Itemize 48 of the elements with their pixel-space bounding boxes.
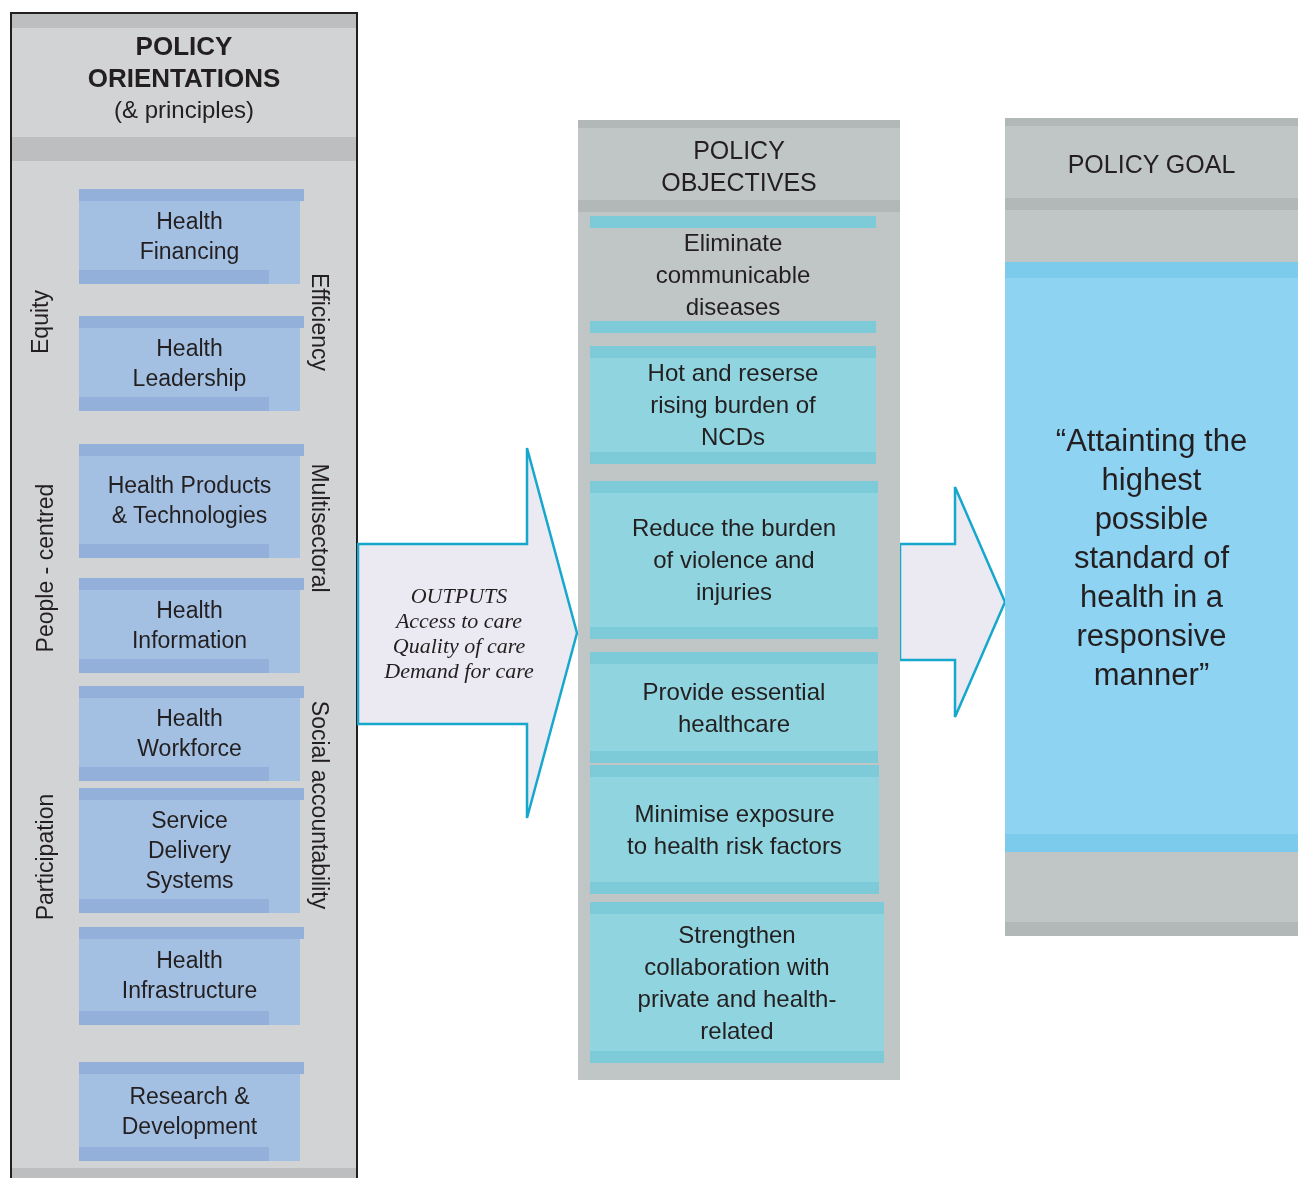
pillar-label: Service Delivery Systems — [144, 805, 235, 895]
principle-label: Efficiency — [306, 273, 334, 371]
output-text: Demand for care — [384, 658, 534, 683]
column-heading: (& principles) — [113, 95, 254, 125]
objective-text: Reduce the burden of violence and injuries — [630, 513, 838, 607]
output-text: OUTPUTS — [410, 583, 508, 608]
objective-text: Provide essential healthcare — [641, 676, 827, 739]
output-text: Quality of care — [392, 633, 526, 658]
objective-text: Eliminate communicable diseases — [654, 227, 812, 322]
objective-text: Hot and reserse rising burden of NCDs — [646, 358, 820, 452]
principle-label: Participation — [31, 793, 59, 921]
pillar-box — [79, 316, 304, 411]
pillar-label: Health Infrastructure — [120, 946, 259, 1005]
goal-box — [1005, 262, 1298, 852]
principle-label: Social accountability — [306, 700, 334, 910]
outputs-arrow — [357, 447, 578, 819]
column-panel — [1005, 118, 1298, 936]
principle-label: Multisectoral — [306, 463, 334, 593]
pillar-box — [79, 578, 304, 673]
pillar-label: Research & Development — [120, 1081, 259, 1141]
objective-text: Minimise exposure to health risk factors — [627, 798, 842, 861]
pillar-box — [79, 788, 304, 913]
goal-statement: “Attainting the highest possible standard of health in a responsive manner” — [1054, 421, 1249, 694]
objective-box — [590, 902, 884, 1063]
objective-box — [590, 652, 878, 763]
pillar-label: Health Financing — [138, 206, 241, 266]
pillar-box — [79, 927, 304, 1025]
pillar-label: Health Information — [130, 595, 249, 655]
principle-label: Equity — [26, 290, 54, 354]
output-text: Access to care — [395, 608, 523, 633]
block-arrow — [898, 485, 1007, 719]
objective-box — [590, 481, 878, 639]
pillar-box — [79, 189, 304, 284]
pillar-box — [79, 1062, 304, 1161]
pillar-label: Health Leadership — [131, 333, 248, 393]
column-heading: POLICY ORIENTATIONS — [86, 30, 282, 94]
pillar-label: Health Workforce — [136, 703, 243, 763]
pillar-box — [79, 686, 304, 781]
objective-box — [590, 346, 876, 464]
objective-text: Strengthen collaboration with private and health-related — [636, 919, 838, 1046]
pillar-box — [79, 444, 304, 558]
column-panel — [578, 120, 900, 1080]
principle-label: People - centred — [31, 483, 59, 653]
column-heading: POLICY OBJECTIVES — [660, 135, 818, 198]
column-panel — [10, 12, 358, 1178]
column-heading: POLICY GOAL — [1067, 149, 1236, 180]
pillar-label: Health Products & Technologies — [107, 471, 272, 530]
objective-box — [590, 765, 879, 894]
